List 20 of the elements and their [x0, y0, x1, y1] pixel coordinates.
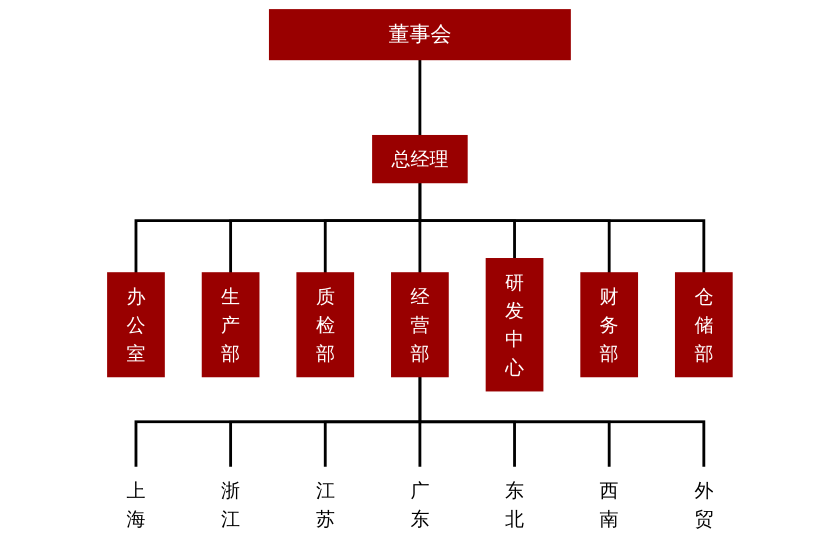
- node-text: 上海: [126, 479, 146, 530]
- node-box: [390, 272, 448, 378]
- node-text: 外贸: [694, 479, 713, 530]
- node-box: [674, 272, 732, 378]
- connector: [418, 182, 705, 273]
- node-box: [106, 272, 164, 378]
- node-text: 浙江: [220, 479, 240, 530]
- org-chart: 董事会 总经理 办公室 生产部 质检部 经营部 研发中心 财务部 仓储部 上海 浙江 江苏 广东 东北 西南 外贸: [100, 2, 740, 550]
- node-box: [580, 272, 638, 378]
- node-box: [201, 272, 260, 378]
- node-box: [372, 134, 468, 184]
- node-box: [268, 9, 570, 60]
- connector: [418, 60, 421, 136]
- connector: [418, 376, 705, 467]
- node-text: 东北: [504, 479, 524, 530]
- node-text: 江苏: [315, 479, 334, 530]
- node-box: [296, 272, 354, 378]
- node-text: 广东: [410, 479, 429, 530]
- node-text: 西南: [599, 479, 618, 530]
- node-box: [485, 258, 543, 392]
